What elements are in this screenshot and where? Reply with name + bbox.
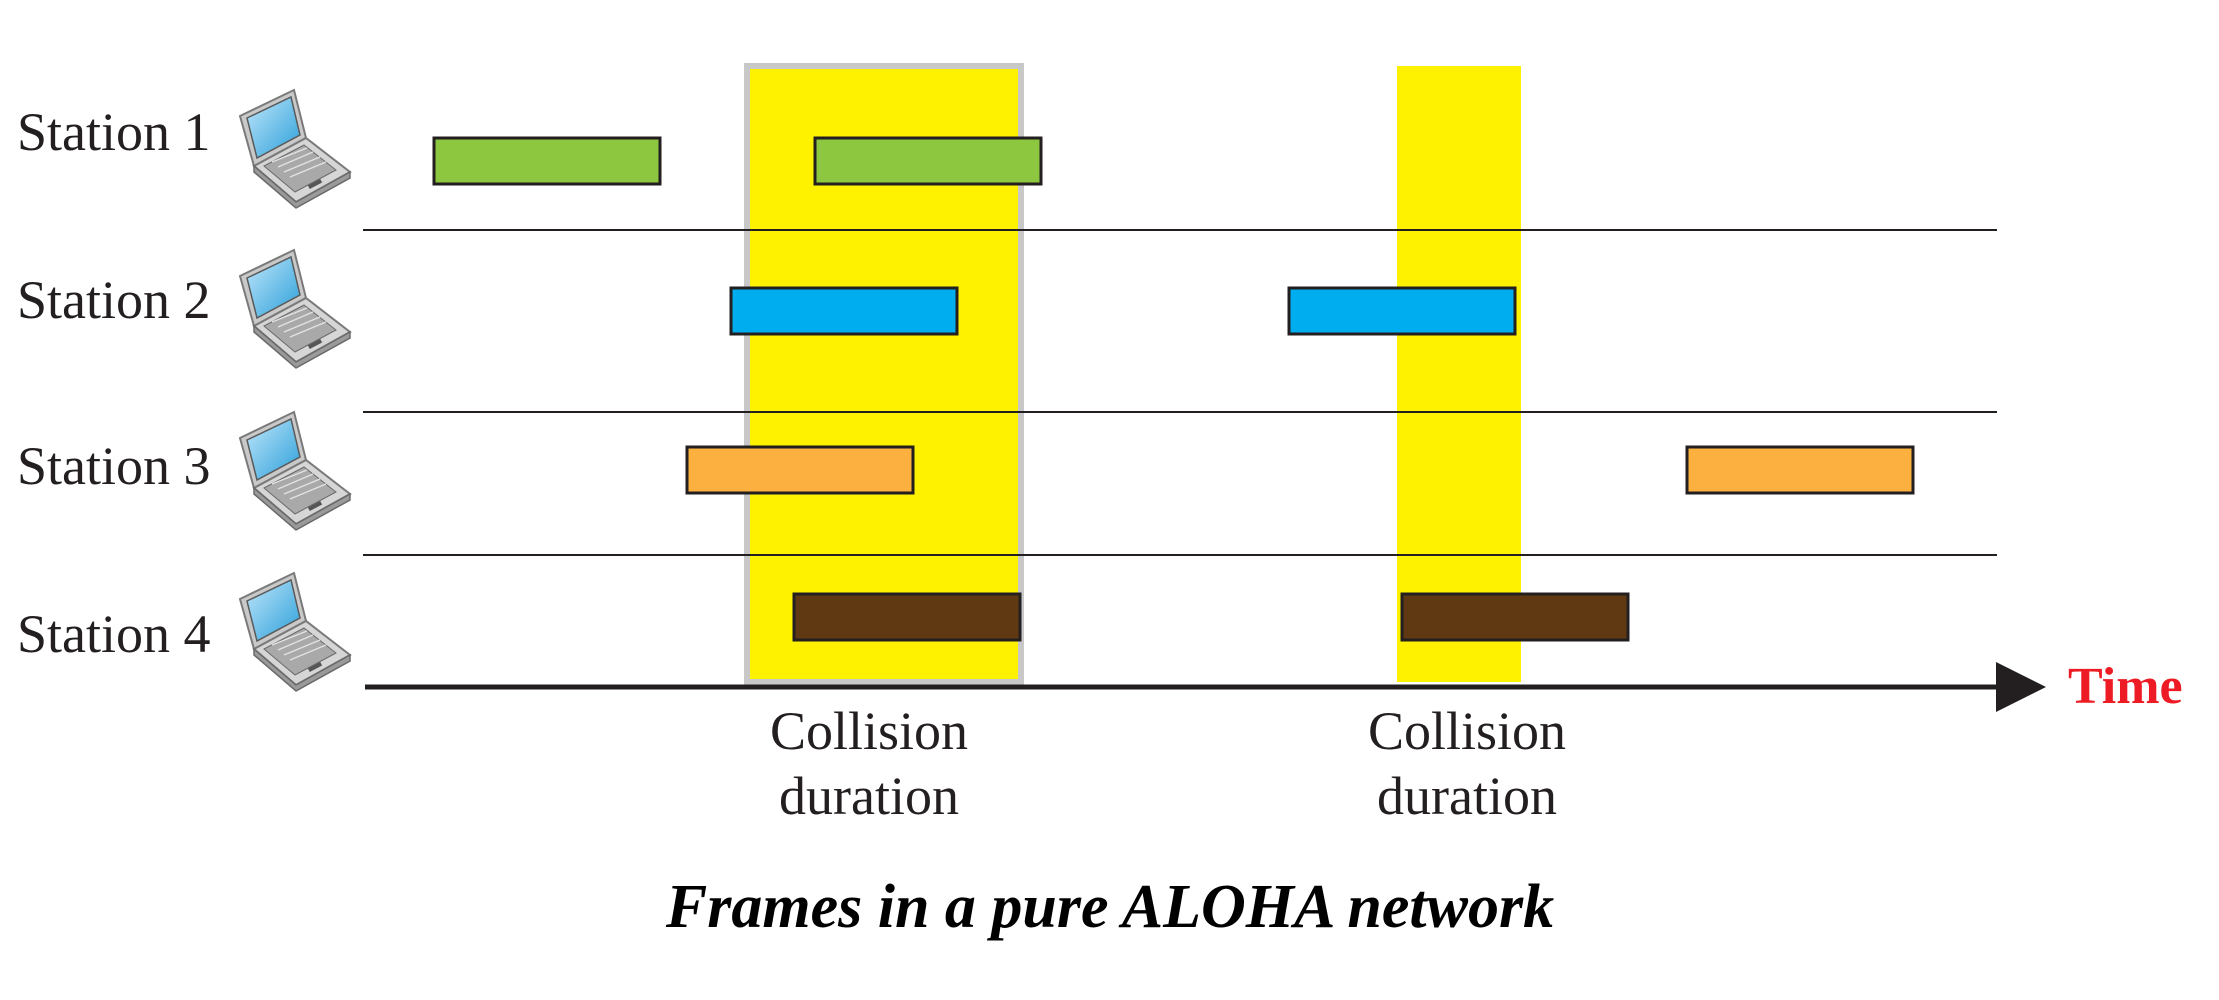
station-label: Station 3 [17,436,211,496]
station-2-frame [729,286,959,336]
collision-label-1: Collision duration [770,701,968,826]
station-3-frame [685,445,915,495]
station-row-3: Station 3 [17,411,351,531]
station-label: Station 4 [17,604,211,664]
station-row-1: Station 1 [17,89,351,209]
collision-highlight-2 [1397,66,1521,682]
collision-label-line: duration [779,766,959,826]
laptop-icon [239,249,351,369]
station-3-frame [1685,445,1915,495]
station-row-4: Station 4 [17,572,351,692]
collision-label-line: Collision [770,701,968,761]
collision-label-line: duration [1377,766,1557,826]
time-axis-label: Time [2068,658,2183,715]
laptop-icon [239,411,351,531]
station-label: Station 1 [17,102,211,162]
figure-caption: Frames in a pure ALOHA network [665,873,1554,941]
collision-label-line: Collision [1368,701,1566,761]
laptop-icon [239,89,351,209]
laptop-icon [239,572,351,692]
collision-label-2: Collision duration [1368,701,1566,826]
station-2-frame [1287,286,1517,336]
station-4-frame [1400,592,1630,642]
station-label: Station 2 [17,270,211,330]
station-4-frame [792,592,1022,642]
station-1-frame [432,136,662,186]
station-1-frame [813,136,1043,186]
station-row-2: Station 2 [17,249,351,369]
